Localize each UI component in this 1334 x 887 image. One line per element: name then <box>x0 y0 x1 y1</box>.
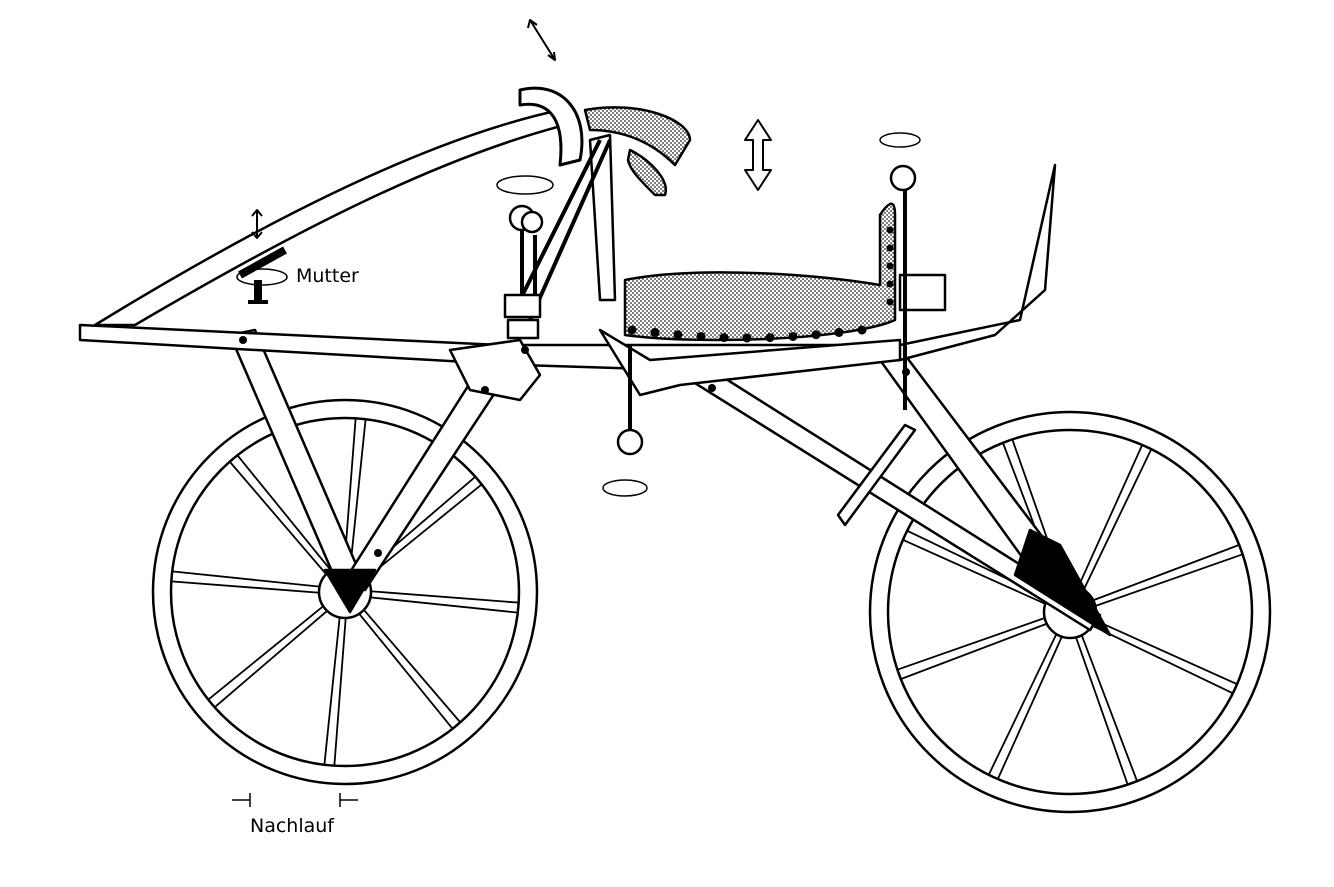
saddle-rivet <box>650 327 660 337</box>
wheel-spoke <box>1089 544 1243 609</box>
wheel-spoke <box>366 590 519 614</box>
saddle-rivet <box>886 244 894 252</box>
saddle-rivet <box>742 333 752 343</box>
wheel-spoke <box>228 454 334 578</box>
rear-rotate-arrow <box>879 132 921 148</box>
handlebar <box>518 86 584 167</box>
rear-tension-ring <box>889 164 917 192</box>
steering-cross-piece <box>448 338 542 402</box>
wheel-spoke <box>1073 631 1138 785</box>
front-wheel <box>151 398 539 786</box>
front-fork-plate <box>323 568 377 614</box>
front-clamp-lower <box>506 318 540 340</box>
saddle-rivet <box>834 327 844 337</box>
rear-diagonal-stay <box>648 348 1102 632</box>
wheel-spoke <box>1088 617 1238 695</box>
saddle-rivets <box>627 226 894 343</box>
lower-tension-ring <box>616 428 644 456</box>
wheel-rim-outer <box>151 398 539 786</box>
wheel-spoke <box>987 630 1065 780</box>
saddle-rivet <box>765 333 775 343</box>
label-mutter: Mutter <box>296 265 359 287</box>
rear-clamp <box>898 273 947 312</box>
saddle-rivet <box>886 226 894 234</box>
saddle-rivet <box>886 280 894 288</box>
wheel-spoke <box>897 615 1051 680</box>
saddle-support <box>598 328 902 397</box>
mutter-rotation-arrow <box>236 268 288 286</box>
nachlauf-dimension <box>232 793 358 807</box>
mutter-vertical-arrow <box>251 209 263 239</box>
armrest-pad-lower <box>626 148 668 197</box>
front-fork-front-leg <box>343 373 502 592</box>
saddle-rivet <box>886 262 894 270</box>
wheel-rim-inner <box>169 416 521 768</box>
lower-rotate-arrow <box>602 479 648 497</box>
wheel-spoke <box>356 606 462 730</box>
wheel-spoke <box>1075 444 1153 594</box>
saddle-rivet <box>857 325 867 335</box>
steering-bar <box>93 108 567 327</box>
front-rotate-arrow <box>496 175 554 195</box>
wheel-spoke <box>207 603 331 709</box>
seat-height-arrow <box>744 119 772 191</box>
saddle-rivet <box>886 298 894 306</box>
brake-lever <box>836 423 917 527</box>
front-clamp <box>503 293 542 319</box>
wheel-rim-inner <box>886 428 1254 796</box>
saddle-rivet <box>627 325 637 335</box>
saddle-rivet <box>696 331 706 341</box>
steering-rods <box>513 139 612 321</box>
saddle <box>623 202 897 342</box>
wheel-spoke <box>323 613 347 766</box>
saddle-rivet <box>811 330 821 340</box>
armrest-post <box>588 133 617 302</box>
saddle-rivet <box>673 330 683 340</box>
saddle-rivet <box>788 331 798 341</box>
armrest-pad <box>583 106 692 167</box>
front-fork-rear-leg <box>228 328 367 592</box>
saddle-rivet <box>719 333 729 343</box>
wheel-spoke <box>171 570 324 594</box>
handlebar-adjust-arrow <box>527 19 556 61</box>
wheel-rim-outer <box>868 410 1272 814</box>
front-tension-ring-2 <box>520 210 544 234</box>
label-nachlauf: Nachlauf <box>250 815 334 837</box>
rear-axle-plate <box>1013 528 1112 637</box>
pivot-bolts <box>239 336 910 557</box>
